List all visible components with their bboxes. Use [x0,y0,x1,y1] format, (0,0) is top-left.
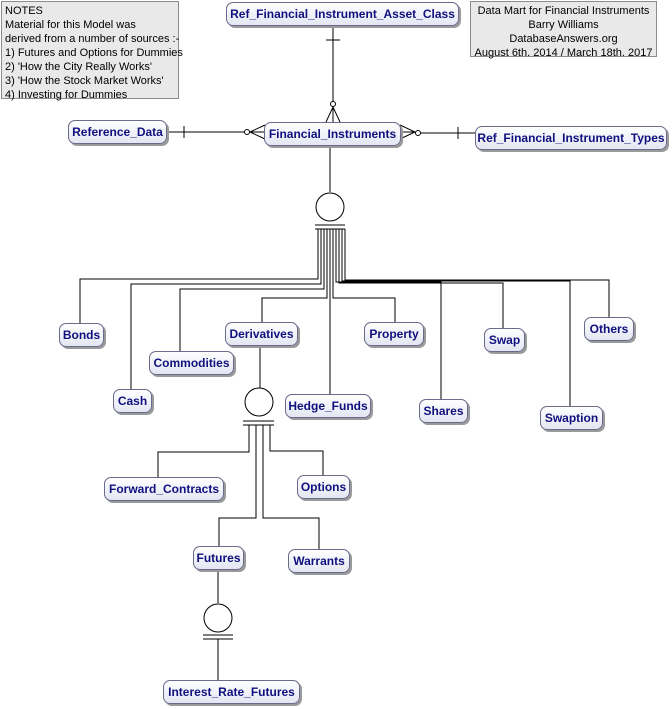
info-line: Barry Williams [528,19,599,31]
info-line: Data Mart for Financial Instruments [477,5,650,17]
entity-forward-contracts[interactable]: Forward_Contracts [104,477,224,501]
entity-reference-data[interactable]: Reference_Data [68,120,167,144]
entity-shares[interactable]: Shares [419,399,468,423]
entity-financial-instruments[interactable]: Financial_Instruments [264,122,401,146]
entity-swaption[interactable]: Swaption [540,406,603,430]
notes-line: derived from a number of sources :- [5,33,180,45]
notes-line: 2) 'How the City Really Works' [5,61,153,73]
entity-swap[interactable]: Swap [484,328,525,352]
info-line: August 6th. 2014 / March 18th. 2017 [474,47,653,59]
entity-warrants[interactable]: Warrants [288,549,350,573]
entity-property[interactable]: Property [364,322,424,346]
entity-commodities[interactable]: Commodities [149,351,234,375]
entity-asset-class[interactable]: Ref_Financial_Instrument_Asset_Class [226,2,459,26]
entity-others[interactable]: Others [584,317,634,341]
entity-cash[interactable]: Cash [113,389,152,413]
notes-line: 1) Futures and Options for Dummies [5,47,183,59]
entity-interest-rate-futures[interactable]: Interest_Rate_Futures [163,680,300,704]
entity-derivatives[interactable]: Derivatives [225,322,298,346]
entity-bonds[interactable]: Bonds [59,323,104,347]
notes-line: Material for this Model was [5,19,136,31]
info-box: Data Mart for Financial Instruments Barr… [470,1,657,59]
entity-options[interactable]: Options [297,475,350,499]
notes-line: NOTES [5,5,43,17]
notes-line: 4) Investing for Dummies [5,89,128,101]
entity-hedge-funds[interactable]: Hedge_Funds [285,394,371,418]
notes-line: 3) 'How the Stock Market Works' [5,75,164,87]
info-line: DatabaseAnswers.org [509,33,618,45]
entity-futures[interactable]: Futures [193,546,244,570]
entity-instrument-types[interactable]: Ref_Financial_Instrument_Types [475,126,667,150]
notes-box: NOTES Material for this Model was derive… [1,1,183,101]
